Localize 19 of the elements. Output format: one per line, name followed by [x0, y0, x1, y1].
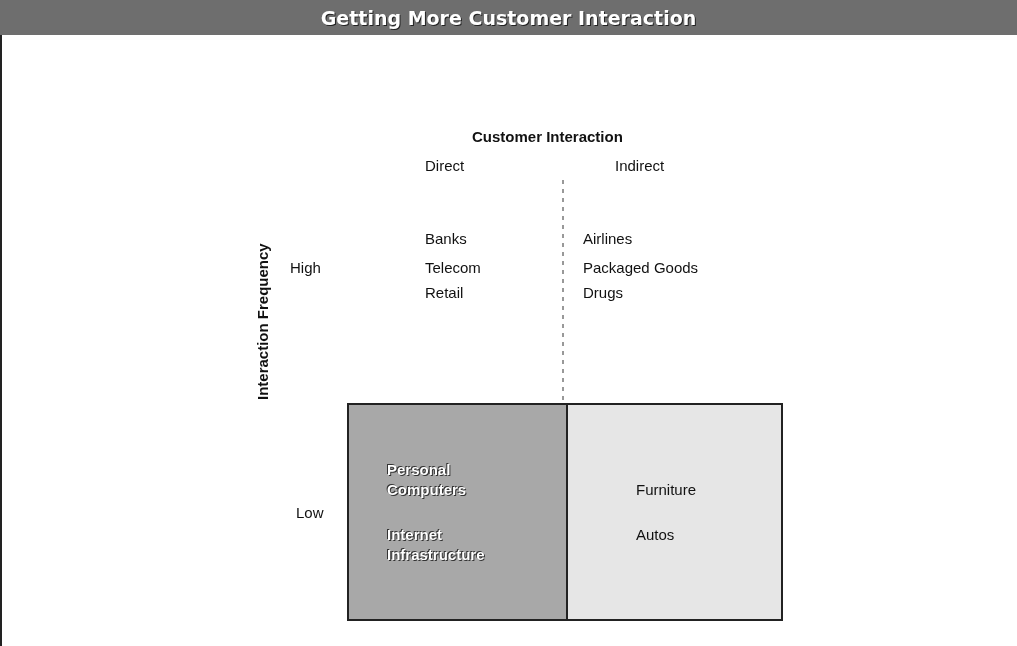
quadrant-label: Internet Infrastructure	[387, 525, 486, 564]
category-label: Direct	[425, 157, 465, 174]
category-label: Drugs	[583, 284, 623, 301]
axis-title: Interaction Frequency	[254, 243, 271, 400]
category-label: Retail	[425, 284, 464, 301]
category-label: Banks	[425, 230, 467, 247]
axis-title: Customer Interaction	[472, 128, 623, 145]
quadrant-label: Autos	[636, 525, 676, 545]
category-label: Telecom	[425, 259, 481, 276]
category-label: Packaged Goods	[583, 259, 699, 276]
quadrant-label: Personal Computers	[387, 460, 468, 499]
quadrant-box	[566, 403, 783, 621]
category-label: High	[290, 259, 321, 276]
category-label: Airlines	[583, 230, 633, 247]
title: Getting More Customer Interaction	[320, 6, 697, 29]
quadrant-label: Furniture	[636, 479, 698, 499]
category-label: Low	[296, 504, 324, 521]
quadrant-box	[347, 403, 568, 621]
category-label: Indirect	[615, 157, 665, 174]
